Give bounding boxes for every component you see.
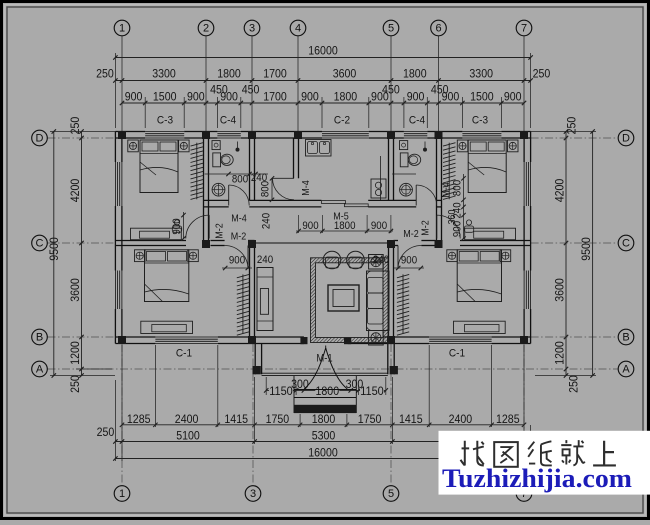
svg-text:900: 900 — [407, 90, 425, 104]
svg-text:250: 250 — [68, 375, 82, 393]
svg-text:1200: 1200 — [553, 341, 567, 365]
svg-text:1: 1 — [119, 488, 125, 500]
svg-text:240: 240 — [261, 213, 273, 229]
svg-text:9500: 9500 — [47, 237, 61, 261]
svg-text:1700: 1700 — [263, 67, 287, 81]
svg-text:1750: 1750 — [358, 412, 382, 426]
svg-text:M-2: M-2 — [214, 223, 226, 239]
svg-text:C-1: C-1 — [449, 348, 465, 360]
svg-text:M-4: M-4 — [300, 180, 312, 196]
svg-text:250: 250 — [567, 375, 581, 393]
svg-text:800: 800 — [260, 181, 272, 197]
svg-text:3600: 3600 — [68, 278, 82, 302]
svg-text:2400: 2400 — [175, 412, 199, 426]
svg-text:1800: 1800 — [312, 412, 336, 426]
svg-text:M-4: M-4 — [440, 182, 452, 198]
svg-text:900: 900 — [401, 255, 417, 267]
svg-text:1500: 1500 — [470, 90, 494, 104]
svg-text:6: 6 — [435, 23, 441, 35]
svg-text:B: B — [36, 332, 43, 344]
svg-text:B: B — [622, 332, 629, 344]
svg-text:1700: 1700 — [263, 90, 287, 104]
svg-text:240: 240 — [257, 254, 273, 266]
svg-text:450: 450 — [210, 83, 228, 97]
svg-text:800: 800 — [232, 174, 248, 186]
svg-text:C: C — [36, 238, 44, 250]
svg-text:A: A — [622, 364, 630, 376]
svg-text:C-2: C-2 — [334, 115, 350, 127]
svg-text:M-4: M-4 — [231, 212, 247, 224]
svg-text:M-2: M-2 — [403, 228, 419, 240]
svg-text:2: 2 — [203, 23, 209, 35]
svg-text:900: 900 — [171, 218, 183, 234]
svg-text:C-4: C-4 — [220, 115, 236, 127]
svg-text:C-4: C-4 — [409, 115, 425, 127]
svg-text:300: 300 — [346, 377, 364, 391]
svg-text:360: 360 — [447, 209, 458, 224]
svg-text:3600: 3600 — [333, 67, 357, 81]
svg-text:Tuzhizhijia.com: Tuzhizhijia.com — [442, 463, 632, 493]
svg-text:16000: 16000 — [308, 445, 338, 459]
svg-text:M-1: M-1 — [316, 353, 332, 365]
svg-text:3: 3 — [250, 488, 256, 500]
svg-text:250: 250 — [533, 67, 551, 81]
svg-text:1415: 1415 — [399, 412, 423, 426]
svg-text:900: 900 — [229, 255, 245, 267]
svg-text:1750: 1750 — [266, 412, 290, 426]
svg-text:250: 250 — [97, 425, 115, 439]
svg-text:A: A — [36, 364, 44, 376]
svg-text:4: 4 — [295, 23, 301, 35]
svg-text:240: 240 — [373, 254, 389, 266]
svg-text:M-5: M-5 — [333, 211, 349, 223]
svg-text:3: 3 — [249, 23, 255, 35]
svg-text:1800: 1800 — [403, 67, 427, 81]
svg-text:1500: 1500 — [153, 90, 177, 104]
svg-text:16000: 16000 — [308, 44, 338, 58]
svg-text:1285: 1285 — [496, 412, 520, 426]
svg-text:4200: 4200 — [68, 178, 82, 202]
svg-text:450: 450 — [242, 83, 260, 97]
svg-text:1800: 1800 — [217, 67, 241, 81]
svg-text:450: 450 — [431, 83, 449, 97]
svg-text:D: D — [36, 133, 44, 145]
svg-text:C: C — [622, 238, 630, 250]
svg-text:C-1: C-1 — [176, 348, 192, 360]
svg-text:900: 900 — [371, 220, 387, 232]
svg-text:5: 5 — [388, 23, 394, 35]
svg-text:2400: 2400 — [449, 412, 473, 426]
svg-text:900: 900 — [125, 90, 143, 104]
svg-text:5300: 5300 — [312, 428, 336, 442]
svg-text:1800: 1800 — [334, 90, 358, 104]
svg-text:900: 900 — [504, 90, 522, 104]
svg-text:5100: 5100 — [176, 428, 200, 442]
svg-text:900: 900 — [302, 220, 318, 232]
svg-text:900: 900 — [301, 90, 319, 104]
svg-text:250: 250 — [96, 67, 114, 81]
svg-text:M-2: M-2 — [420, 220, 432, 236]
svg-text:5: 5 — [388, 488, 394, 500]
svg-text:4200: 4200 — [553, 178, 567, 202]
svg-text:1285: 1285 — [127, 412, 151, 426]
svg-text:900: 900 — [187, 90, 205, 104]
svg-text:1150: 1150 — [269, 384, 293, 398]
svg-text:1200: 1200 — [68, 341, 82, 365]
svg-text:1150: 1150 — [360, 384, 384, 398]
svg-text:C-3: C-3 — [472, 115, 488, 127]
svg-text:1800: 1800 — [316, 384, 340, 398]
svg-text:3300: 3300 — [469, 67, 493, 81]
svg-text:3600: 3600 — [553, 278, 567, 302]
svg-text:M-2: M-2 — [231, 231, 247, 243]
svg-text:C-3: C-3 — [157, 115, 173, 127]
svg-text:1: 1 — [119, 23, 125, 35]
svg-text:7: 7 — [521, 23, 527, 35]
svg-text:1415: 1415 — [224, 412, 248, 426]
svg-text:9500: 9500 — [579, 237, 593, 261]
svg-text:3300: 3300 — [152, 67, 176, 81]
svg-text:D: D — [622, 133, 630, 145]
svg-text:800: 800 — [452, 180, 464, 196]
